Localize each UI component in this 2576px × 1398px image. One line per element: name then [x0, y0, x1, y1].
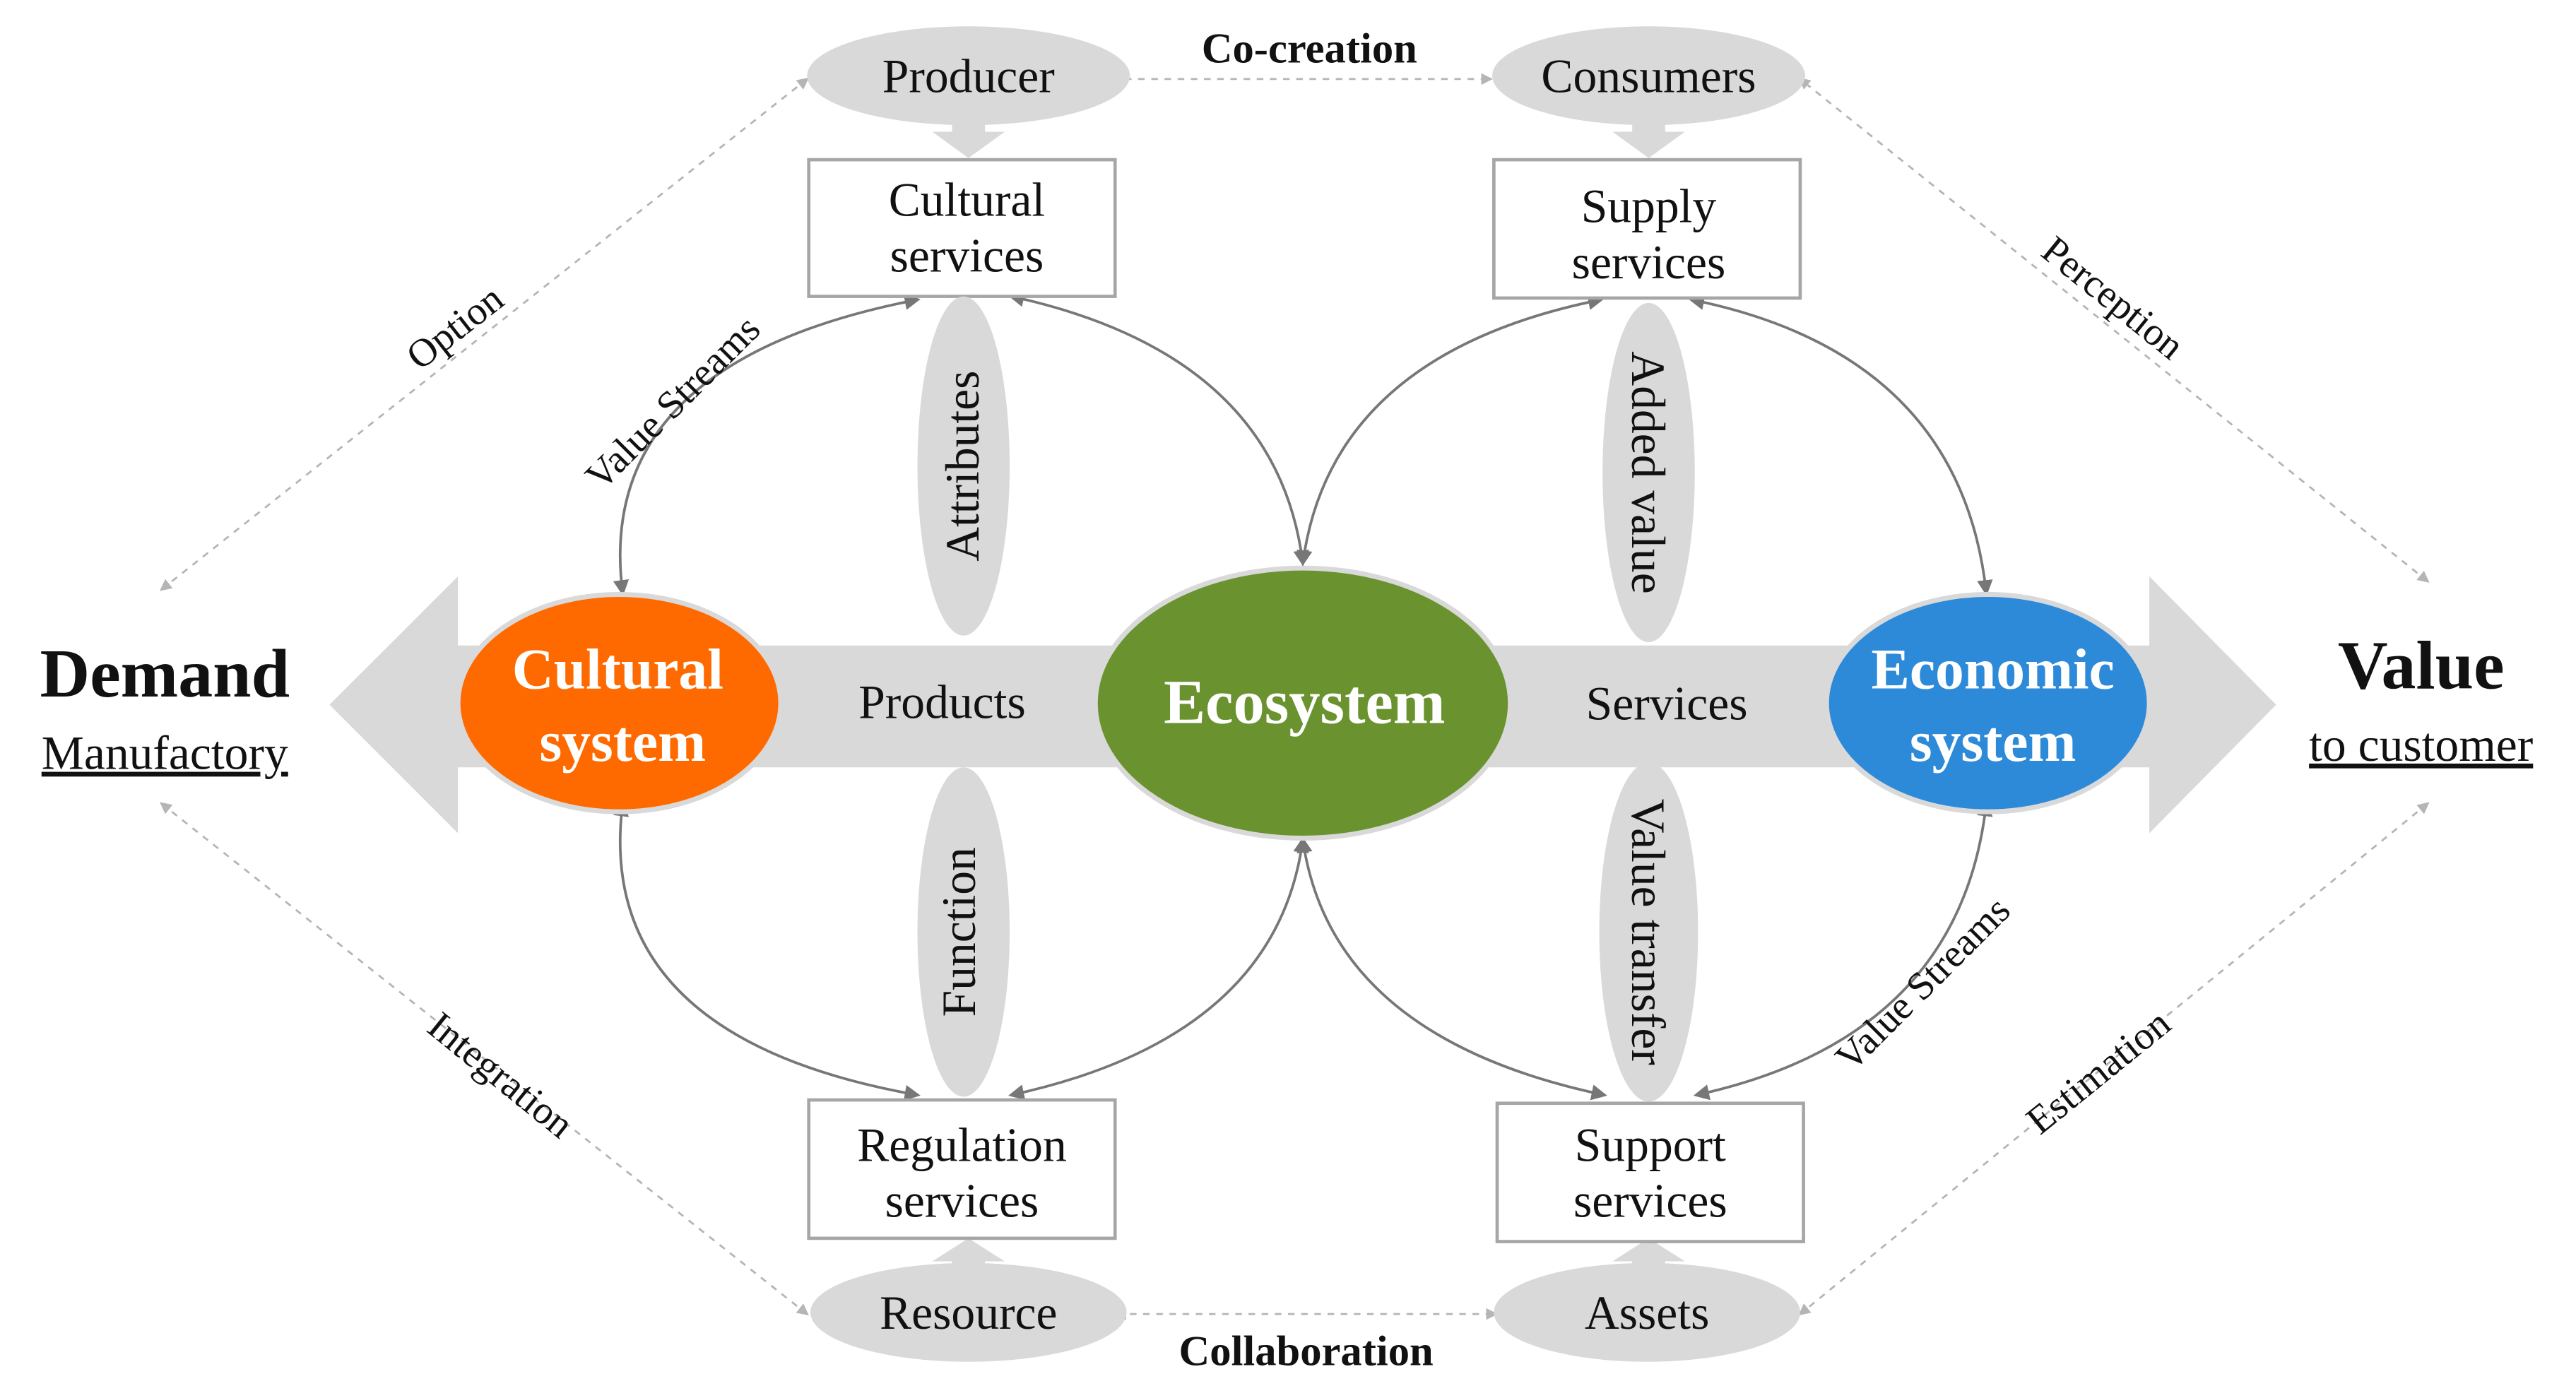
economic-system-ellipse	[1824, 591, 2152, 814]
services-label: Services	[1586, 677, 1748, 730]
regulation-services-line1: Regulation	[857, 1118, 1067, 1171]
economic-system-line1: Economic	[1871, 636, 2114, 701]
producer-ellipse	[807, 26, 1130, 126]
function-ellipse	[917, 767, 1010, 1097]
cultural-system-line2: system	[539, 709, 706, 774]
consumers-label: Consumers	[1541, 50, 1756, 103]
supply-services-line2: services	[1572, 236, 1726, 289]
attributes-ellipse	[917, 296, 1010, 636]
ecosystem-ellipse	[1092, 565, 1513, 841]
regulation-services-line2: services	[885, 1175, 1039, 1228]
cultural-system-ellipse	[455, 591, 784, 814]
integration-label: Integration	[420, 1004, 582, 1147]
manufactory-subtitle: Manufactory	[42, 727, 288, 780]
resource-label: Resource	[880, 1286, 1057, 1339]
supply-services-box: Supply services	[1492, 158, 1802, 300]
estimation-label: Estimation	[2018, 1001, 2178, 1143]
perception-label: Perception	[2033, 228, 2192, 369]
cultural-services-box: Cultural services	[807, 158, 1117, 298]
value-title: Value	[2338, 627, 2505, 704]
value-transfer-ellipse	[1599, 762, 1698, 1102]
to-customer-subtitle: to customer	[2309, 718, 2533, 771]
added-value-ellipse	[1602, 302, 1695, 643]
assets-label: Assets	[1585, 1286, 1709, 1339]
producer-label: Producer	[882, 50, 1055, 103]
outer-dashed-connectors	[159, 73, 2430, 1320]
collaboration-label: Collaboration	[1179, 1327, 1434, 1375]
products-label: Products	[858, 675, 1026, 728]
function-label: Function	[933, 847, 986, 1017]
assets-ellipse	[1494, 1262, 1800, 1362]
support-services-line1: Support	[1575, 1118, 1726, 1171]
regulation-services-box: Regulation services	[807, 1098, 1117, 1240]
consumers-ellipse	[1492, 26, 1805, 126]
ecosystem-label: Ecosystem	[1164, 668, 1445, 737]
attributes-label: Attributes	[936, 371, 989, 562]
cultural-services-line2: services	[890, 230, 1044, 283]
co-creation-label: Co-creation	[1202, 25, 1417, 73]
demand-title: Demand	[40, 636, 290, 712]
cultural-services-line1: Cultural	[889, 173, 1045, 226]
value-streams-top-label: Value Streams	[577, 307, 769, 498]
cultural-system-line1: Cultural	[512, 636, 723, 701]
supply-services-line1: Supply	[1581, 180, 1717, 233]
resource-ellipse	[810, 1262, 1127, 1362]
grey-block-arrows	[932, 115, 1685, 1278]
option-label: Option	[398, 276, 512, 379]
added-value-label: Added value	[1621, 351, 1674, 593]
support-services-line2: services	[1573, 1175, 1727, 1228]
value-streams-bottom-label: Value Streams	[1827, 888, 2019, 1079]
economic-system-line2: system	[1910, 709, 2076, 774]
value-transfer-label: Value transfer	[1621, 799, 1674, 1065]
curved-connectors	[613, 291, 1993, 1101]
support-services-box: Support services	[1495, 1101, 1805, 1243]
